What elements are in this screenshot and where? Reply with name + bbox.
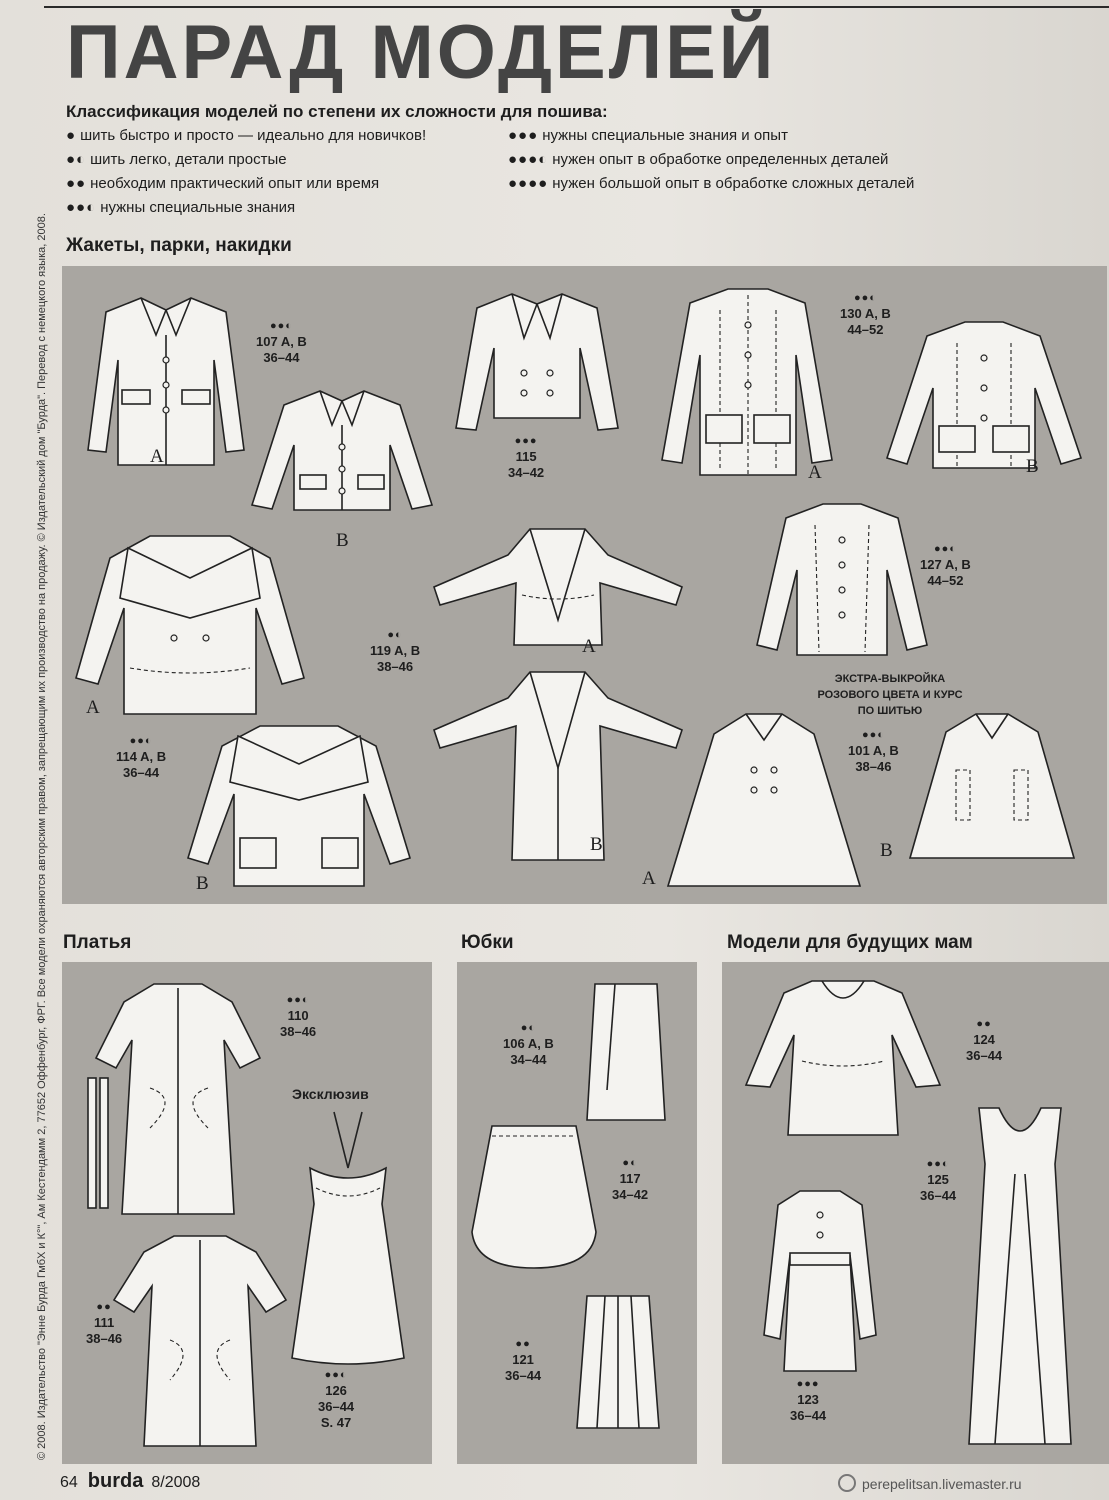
legend-heading: Классификация моделей по степени их слож… bbox=[66, 102, 608, 121]
jacket-127-sketch bbox=[756, 503, 928, 656]
skirt-117-sketch bbox=[471, 1125, 597, 1269]
legend-item: ●●◐нужны специальные знания bbox=[66, 199, 296, 216]
variant-letter: B bbox=[880, 840, 893, 861]
variant-letter: A bbox=[642, 868, 656, 889]
variant-letter: A bbox=[150, 446, 164, 467]
skirt-121-sketch bbox=[576, 1295, 660, 1429]
blouse-123-sketch bbox=[763, 1190, 877, 1372]
legend-item: ●●●нужны специальные знания и опыт bbox=[508, 127, 788, 144]
variant-letter: B bbox=[590, 834, 603, 855]
variant-letter: A bbox=[86, 697, 100, 718]
legend-item: ●◐шить легко, детали простые bbox=[66, 151, 287, 168]
watermark-icon bbox=[838, 1474, 856, 1492]
dress-110-sketch bbox=[87, 983, 262, 1215]
magazine-logo: burda bbox=[87, 1470, 144, 1492]
jacket-130b-sketch bbox=[885, 321, 1083, 469]
variant-letter: A bbox=[808, 462, 822, 483]
watermark: perepelitsan.livemaster.ru bbox=[838, 1474, 1022, 1492]
top-119a-sketch bbox=[433, 528, 683, 646]
parka-114a-sketch bbox=[75, 535, 305, 715]
variant-letter: B bbox=[196, 873, 209, 894]
exclusive-tag: Эксклюзив bbox=[292, 1086, 369, 1102]
legend-item: ●●необходим практический опыт или время bbox=[66, 175, 380, 192]
legend-item: ●●●●нужен большой опыт в обработке сложн… bbox=[508, 175, 915, 192]
cape-101b-sketch bbox=[908, 713, 1076, 859]
legend-item: ●шить быстро и просто — идеально для нов… bbox=[66, 127, 427, 144]
section-title-jackets: Жакеты, парки, накидки bbox=[66, 235, 292, 256]
variant-letter: B bbox=[336, 530, 349, 551]
section-title-maternity: Модели для будущих мам bbox=[727, 932, 973, 953]
page-number: 64 bbox=[60, 1474, 78, 1491]
variant-letter: B bbox=[1026, 456, 1039, 477]
page-title: ПАРАД МОДЕЛЕЙ bbox=[66, 10, 777, 95]
skirt-106-sketch bbox=[586, 983, 666, 1121]
model-101-note: ЭКСТРА-ВЫКРОЙКА РОЗОВОГО ЦВЕТА И КУРС ПО… bbox=[817, 673, 963, 717]
dress-126-sketch bbox=[291, 1111, 405, 1365]
cardigan-119b-sketch bbox=[433, 671, 683, 861]
maxi-dress-125-sketch bbox=[968, 1107, 1072, 1445]
section-title-skirts: Юбки bbox=[461, 932, 514, 953]
coat-130a-sketch bbox=[661, 288, 833, 476]
jacket-107b-sketch bbox=[250, 390, 434, 511]
top-rule bbox=[44, 6, 1109, 8]
copyright-note: © 2008. Издательство "Энне Бурда ГмбХ и … bbox=[36, 213, 48, 1460]
jacket-115-sketch bbox=[455, 293, 619, 431]
section-title-dresses: Платья bbox=[63, 932, 132, 953]
legend-item: ●●●◐нужен опыт в обработке определенных … bbox=[508, 151, 889, 168]
page-footer: 64 burda 8/2008 bbox=[60, 1470, 200, 1493]
issue-number: 8/2008 bbox=[151, 1474, 201, 1491]
dress-111-sketch bbox=[112, 1235, 288, 1447]
jacket-107a-sketch bbox=[87, 297, 245, 466]
parka-114b-sketch bbox=[187, 725, 411, 887]
variant-letter: A bbox=[582, 636, 596, 657]
cape-101a-sketch bbox=[666, 713, 862, 887]
top-124-sketch bbox=[744, 980, 942, 1136]
